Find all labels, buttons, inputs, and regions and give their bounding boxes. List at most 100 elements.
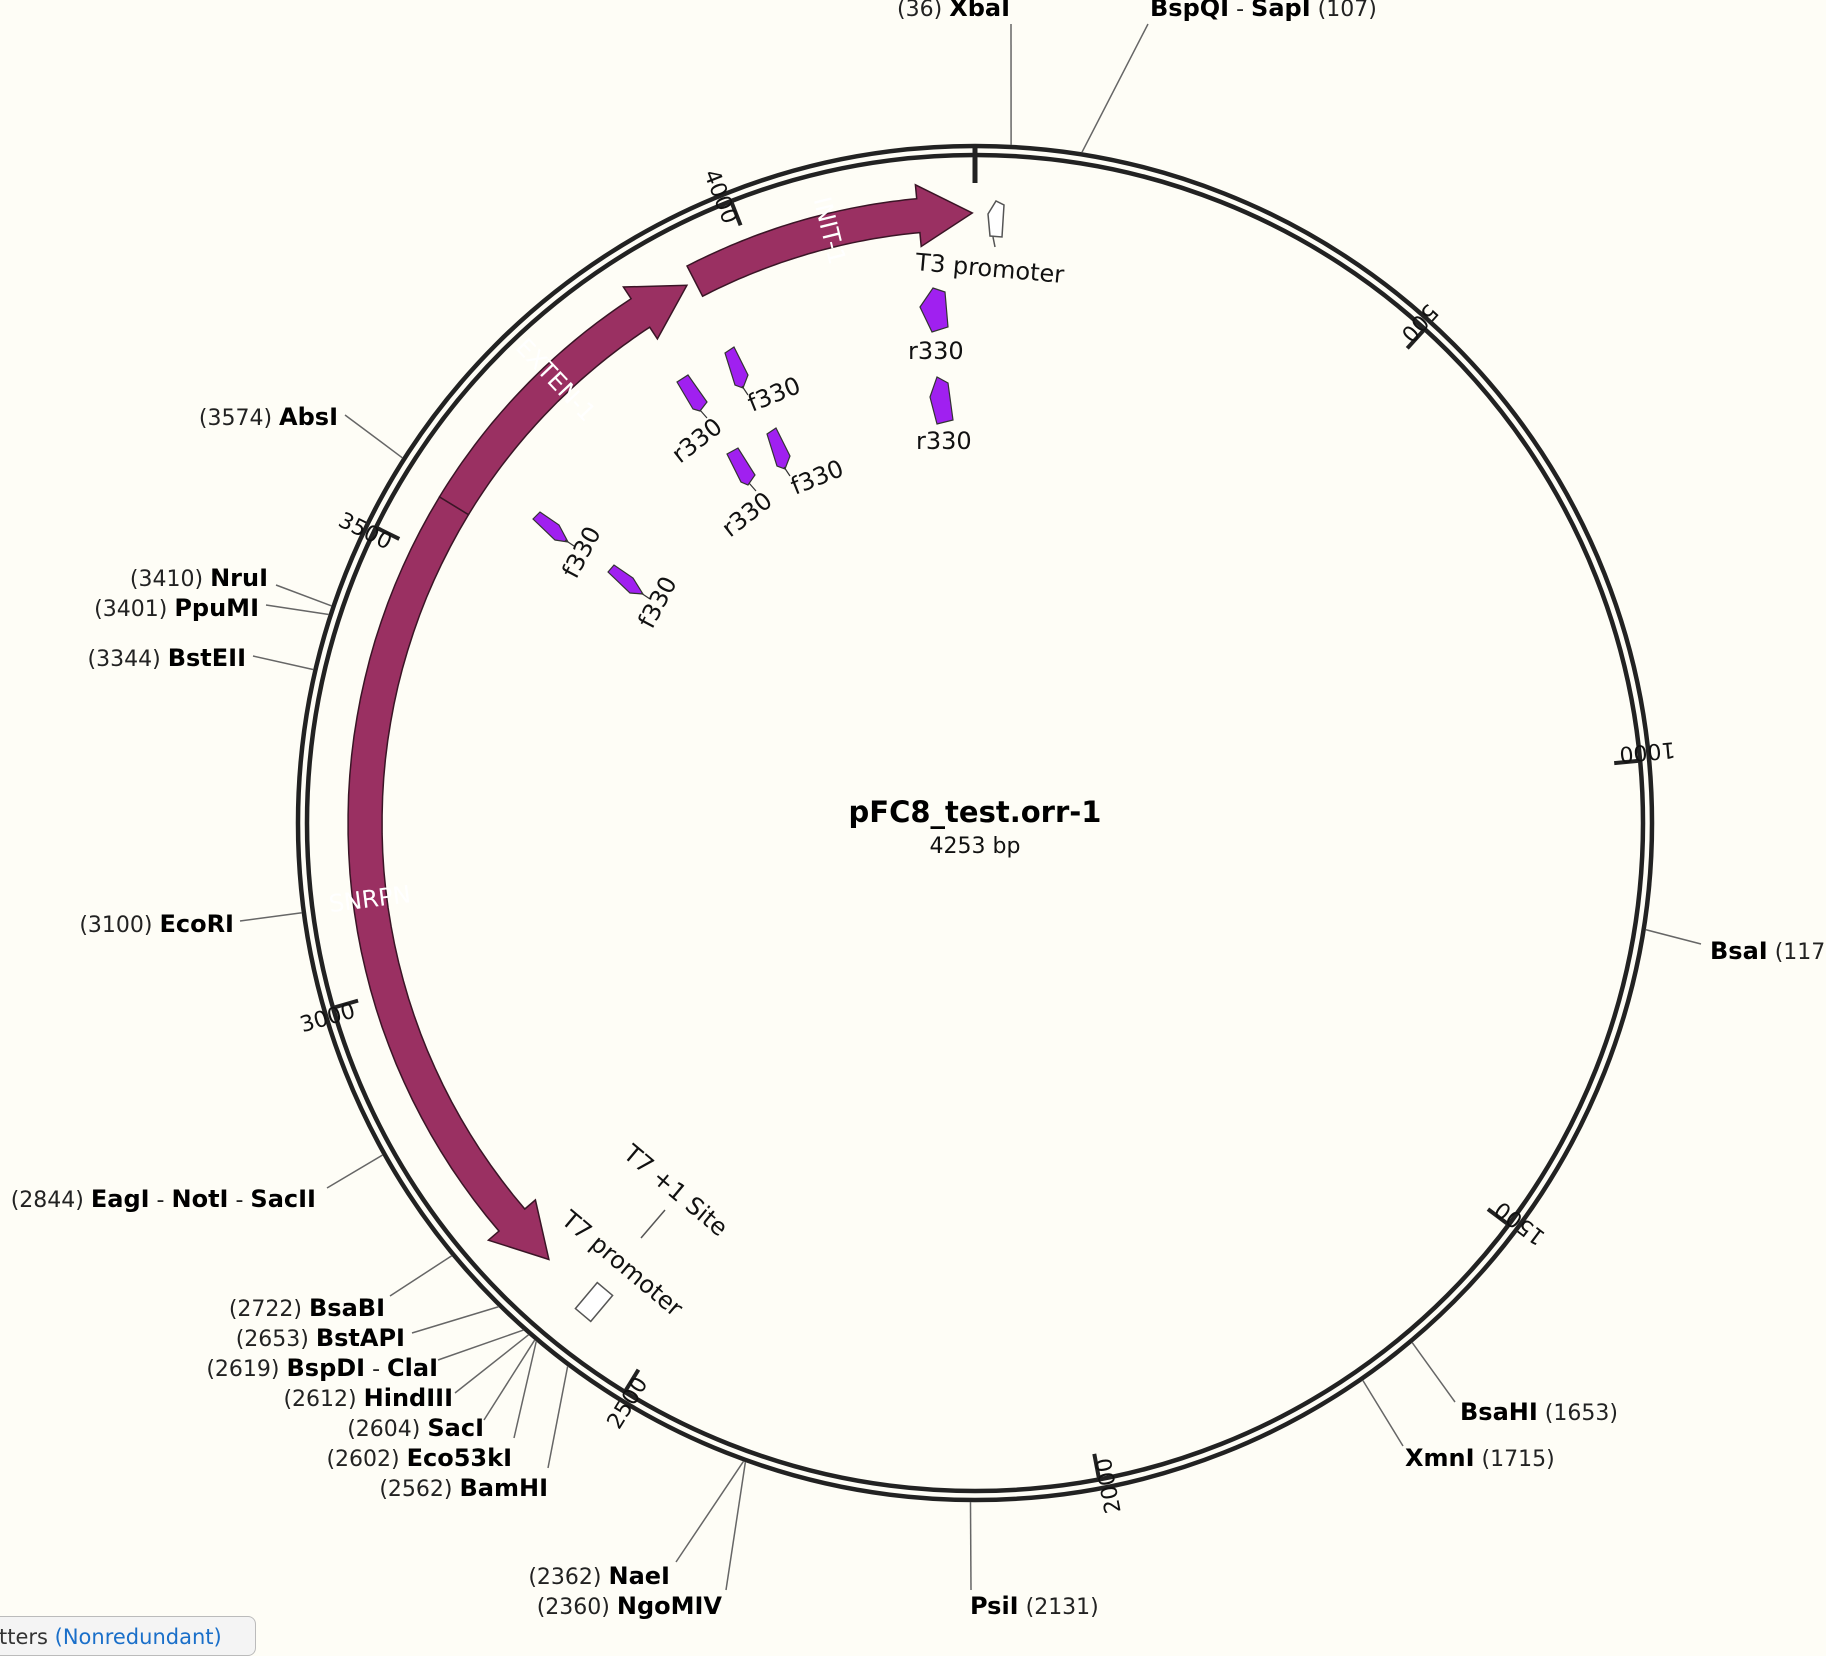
site-position: (2131) xyxy=(1026,1595,1099,1620)
site-label: (2619) BspDI - ClaI xyxy=(206,1354,438,1382)
site-label: (2604) SacI xyxy=(347,1414,484,1442)
site-enzyme-name: BsaI xyxy=(1710,937,1768,965)
site-enzyme-name: BamHI xyxy=(459,1474,548,1502)
site-gap xyxy=(203,567,210,592)
site-gap xyxy=(602,1565,609,1590)
site-enzyme-name: XmnI xyxy=(1405,1444,1475,1472)
site-position: (107) xyxy=(1318,0,1377,22)
site-separator: - xyxy=(1229,0,1251,22)
site-enzyme-name: SapI xyxy=(1251,0,1311,22)
site-enzyme-name: BspDI xyxy=(286,1354,365,1382)
site-label: (3100) EcoRI xyxy=(79,910,234,938)
site-enzyme-name: Eco53kI xyxy=(407,1444,512,1472)
primer-r330-label: r330 xyxy=(916,427,972,455)
site-enzyme-name: AbsI xyxy=(279,403,338,431)
site-enzyme-name: SacI xyxy=(427,1414,484,1442)
site-position: (3574) xyxy=(199,406,272,431)
site-separator: - xyxy=(150,1188,172,1213)
site-gap xyxy=(161,647,168,672)
site-enzyme-name: BsaBI xyxy=(309,1294,385,1322)
site-gap xyxy=(610,1595,617,1620)
site-enzyme-name: XbaI xyxy=(949,0,1010,22)
site-gap xyxy=(1311,0,1318,22)
site-enzyme-name: NotI xyxy=(172,1185,229,1213)
site-position: (2612) xyxy=(283,1387,356,1412)
site-gap xyxy=(1019,1595,1026,1620)
site-position: (2604) xyxy=(347,1417,420,1442)
site-enzyme-name: PsiI xyxy=(970,1592,1019,1620)
site-gap xyxy=(1538,1401,1545,1426)
site-position: (2619) xyxy=(206,1357,279,1382)
site-separator: - xyxy=(228,1188,250,1213)
legend-tab[interactable]: tters (Nonredundant) xyxy=(0,1616,256,1656)
site-gap xyxy=(942,0,949,22)
site-position: (3100) xyxy=(79,913,152,938)
site-label: (2562) BamHI xyxy=(379,1474,548,1502)
site-enzyme-name: NruI xyxy=(210,564,268,592)
site-label: (2653) BstAPI xyxy=(236,1324,405,1352)
site-position: (2602) xyxy=(326,1447,399,1472)
site-position: (2360) xyxy=(537,1595,610,1620)
site-label: XmnI (1715) xyxy=(1405,1444,1555,1472)
site-leader xyxy=(970,1502,971,1590)
site-position: (1715) xyxy=(1482,1447,1555,1472)
site-position: (1653) xyxy=(1545,1401,1618,1426)
site-label: (3574) AbsI xyxy=(199,403,338,431)
site-label: (2360) NgoMIV xyxy=(537,1592,723,1620)
site-gap xyxy=(84,1188,91,1213)
site-label: BspQI - SapI (107) xyxy=(1150,0,1377,22)
site-separator: - xyxy=(365,1357,387,1382)
site-position: (3410) xyxy=(130,567,203,592)
site-label: (3344) BstEII xyxy=(88,644,246,672)
site-label: PsiI (2131) xyxy=(970,1592,1099,1620)
site-gap xyxy=(167,597,174,622)
site-gap xyxy=(452,1477,459,1502)
plasmid-name: pFC8_test.orr-1 xyxy=(849,795,1102,829)
primer-r330-label: r330 xyxy=(908,337,964,365)
site-label: (36) XbaI xyxy=(897,0,1010,22)
legend-text: tters xyxy=(0,1625,48,1649)
site-enzyme-name: NaeI xyxy=(609,1562,671,1590)
site-position: (2722) xyxy=(229,1297,302,1322)
site-enzyme-name: BstEII xyxy=(168,644,246,672)
site-gap xyxy=(279,1357,286,1382)
site-gap xyxy=(302,1297,309,1322)
site-enzyme-name: HindIII xyxy=(364,1384,453,1412)
site-label: (2722) BsaBI xyxy=(229,1294,385,1322)
site-gap xyxy=(272,406,279,431)
site-gap xyxy=(152,913,159,938)
site-gap xyxy=(1768,940,1775,965)
site-enzyme-name: BspQI xyxy=(1150,0,1229,22)
site-enzyme-name: NgoMIV xyxy=(617,1592,723,1620)
site-gap xyxy=(357,1387,364,1412)
site-position: (36) xyxy=(897,0,942,22)
site-enzyme-name: EcoRI xyxy=(159,910,234,938)
site-position: (1170) xyxy=(1775,940,1826,965)
site-label: (2362) NaeI xyxy=(528,1562,670,1590)
site-position: (2562) xyxy=(379,1477,452,1502)
site-label: (2602) Eco53kI xyxy=(326,1444,512,1472)
site-position: (3344) xyxy=(88,647,161,672)
site-position: (2653) xyxy=(236,1327,309,1352)
plasmid-size: 4253 bp xyxy=(930,834,1021,859)
nonredundant-link[interactable]: (Nonredundant) xyxy=(55,1625,222,1649)
site-gap xyxy=(400,1447,407,1472)
site-label: (2612) HindIII xyxy=(283,1384,453,1412)
site-enzyme-name: SacII xyxy=(250,1185,316,1213)
site-label: BsaI (1170) xyxy=(1710,937,1826,965)
site-position: (3401) xyxy=(94,597,167,622)
site-enzyme-name: PpuMI xyxy=(174,594,259,622)
site-enzyme-name: ClaI xyxy=(387,1354,438,1382)
site-label: (3410) NruI xyxy=(130,564,268,592)
site-label: (3401) PpuMI xyxy=(94,594,259,622)
tick-label: 1000 xyxy=(1618,736,1676,766)
site-enzyme-name: BsaHI xyxy=(1460,1398,1538,1426)
site-label: (2844) EagI - NotI - SacII xyxy=(11,1185,316,1213)
site-enzyme-name: BstAPI xyxy=(316,1324,405,1352)
site-position: (2362) xyxy=(528,1565,601,1590)
site-enzyme-name: EagI xyxy=(91,1185,150,1213)
site-label: BsaHI (1653) xyxy=(1460,1398,1618,1426)
site-position: (2844) xyxy=(11,1188,84,1213)
site-gap xyxy=(309,1327,316,1352)
